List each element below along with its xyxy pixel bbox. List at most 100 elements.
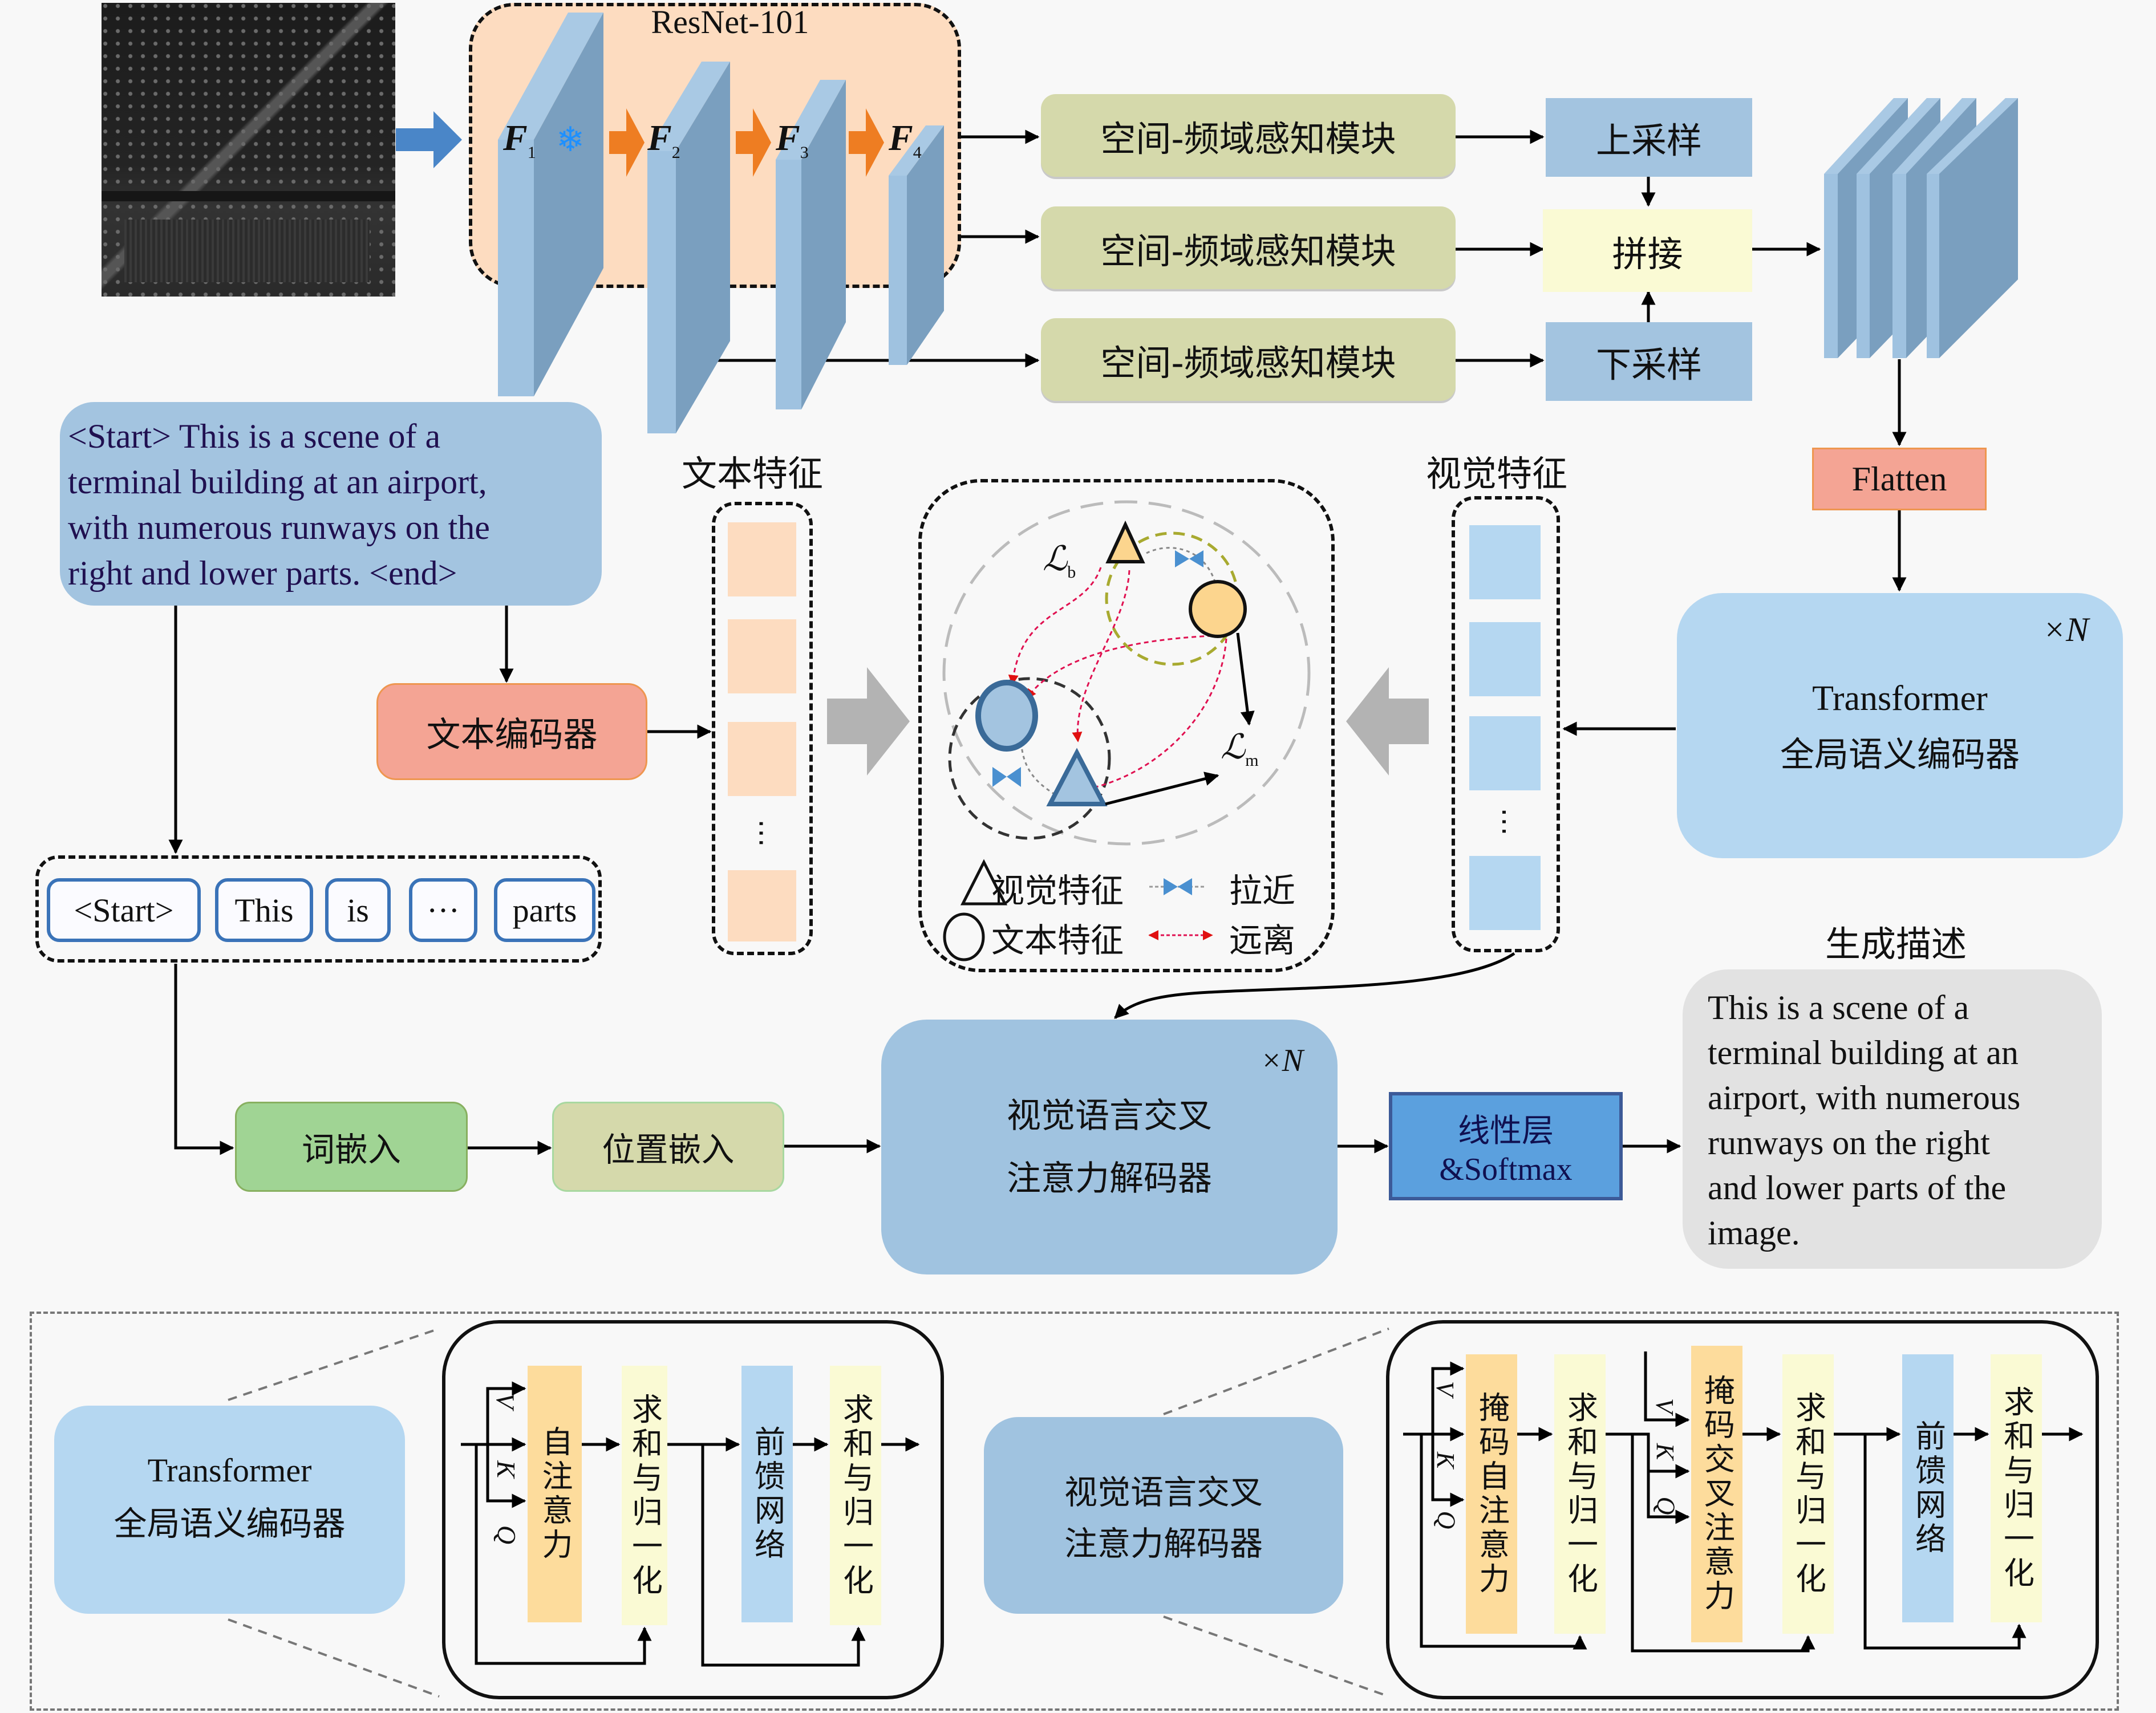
visual-feature-triangle-negative bbox=[1046, 748, 1108, 806]
sfpm-module-2: 空间-频域感知模块 bbox=[1041, 206, 1456, 289]
visual-feature-token bbox=[1469, 716, 1541, 790]
legend-visual-feature: 视觉特征 bbox=[991, 871, 1124, 910]
encoder-title-en: Transformer bbox=[1812, 679, 1988, 718]
text-encoder: 文本编码器 bbox=[376, 683, 647, 780]
decoder-add-norm-2: 求和与归一化 bbox=[1782, 1354, 1834, 1634]
detail-encoder-title-cn: 全局语义编码器 bbox=[114, 1504, 346, 1543]
token-sequence bbox=[35, 855, 602, 963]
legend-circle-icon bbox=[943, 912, 985, 961]
flatten-block: Flatten bbox=[1812, 448, 1987, 510]
push-curve bbox=[1008, 567, 1102, 685]
encoder-feed-forward: 前馈网络 bbox=[741, 1366, 793, 1622]
decoder-add-norm-3: 求和与归一化 bbox=[1991, 1354, 2042, 1622]
legend-pull-icon bbox=[1164, 878, 1192, 895]
loss-m-arrow bbox=[1236, 632, 1255, 726]
output-line: runways on the right bbox=[1708, 1124, 1990, 1162]
feature-layer-f1 bbox=[498, 13, 603, 396]
visual-feature-token bbox=[1469, 856, 1541, 930]
downsample-block: 下采样 bbox=[1546, 322, 1752, 401]
output-line: terminal building at an bbox=[1708, 1034, 2019, 1071]
token-ellipsis: ··· bbox=[409, 878, 477, 942]
orange-arrow-2 bbox=[736, 108, 771, 177]
visual-feature-triangle-positive bbox=[1105, 520, 1145, 563]
contrastive-panel bbox=[918, 479, 1335, 972]
caption-line: right and lower parts. <end> bbox=[68, 554, 457, 592]
decoder-add-norm-1: 求和与归一化 bbox=[1554, 1354, 1606, 1634]
token-parts: parts bbox=[494, 878, 595, 942]
feature-layer-f4 bbox=[889, 125, 944, 365]
decoder-masked-self-attention: 掩码自注意力 bbox=[1466, 1354, 1517, 1634]
output-line: airport, with numerous bbox=[1708, 1079, 2021, 1117]
negative-cluster-circle bbox=[948, 677, 1111, 840]
encoder-add-norm-1: 求和与归一化 bbox=[622, 1366, 667, 1625]
gray-arrow-right bbox=[827, 667, 910, 776]
feature-layer-f3 bbox=[776, 80, 846, 409]
concat-block: 拼接 bbox=[1543, 209, 1752, 292]
softmax-label: &Softmax bbox=[1439, 1151, 1573, 1187]
text-features-column: ⋯ bbox=[712, 502, 813, 955]
text-feature-token bbox=[728, 722, 796, 796]
push-curve bbox=[1072, 570, 1130, 742]
visual-feature-token bbox=[1469, 525, 1541, 599]
outer-space-ellipse bbox=[942, 500, 1311, 846]
detail-encoder-summary: Transformer 全局语义编码器 bbox=[54, 1406, 405, 1614]
encoder-title-cn: 全局语义编码器 bbox=[1780, 735, 2020, 775]
upsample-block: 上采样 bbox=[1546, 98, 1752, 177]
orange-arrow-3 bbox=[849, 108, 884, 177]
output-line: image. bbox=[1708, 1214, 1800, 1252]
caption-line: <Start> This is a scene of a bbox=[68, 417, 441, 455]
decoder-masked-cross-attention: 掩码交叉注意力 bbox=[1691, 1346, 1742, 1642]
detail-decoder-summary: 视觉语言交叉 注意力解码器 bbox=[984, 1417, 1343, 1614]
token-start: <Start> bbox=[47, 878, 201, 942]
detail-decoder-expanded bbox=[1386, 1320, 2099, 1699]
detail-encoder-title-en: Transformer bbox=[147, 1452, 312, 1489]
token-is: is bbox=[325, 878, 391, 942]
arrow-tokens-to-word-embedding bbox=[174, 964, 234, 1155]
cross-attention-decoder: ×N 视觉语言交叉 注意力解码器 bbox=[881, 1020, 1338, 1274]
text-features-label: 文本特征 bbox=[682, 453, 824, 494]
detail-decoder-title-1: 视觉语言交叉 bbox=[1064, 1473, 1263, 1512]
text-feature-token bbox=[728, 870, 796, 941]
legend-pull: 拉近 bbox=[1229, 871, 1296, 910]
sfpm-module-3: 空间-频域感知模块 bbox=[1041, 318, 1456, 401]
caption-line: with numerous runways on the bbox=[68, 509, 490, 546]
loss-m-label: ℒm bbox=[1221, 728, 1259, 770]
visual-feature-token bbox=[1469, 622, 1541, 696]
label-f1: F1 bbox=[503, 117, 536, 162]
gray-arrow-left bbox=[1346, 667, 1429, 776]
token-this: This bbox=[215, 878, 313, 942]
input-caption-box: <Start> This is a scene of a terminal bu… bbox=[60, 402, 602, 606]
zoom-line bbox=[228, 1328, 440, 1401]
decoder-title-1: 视觉语言交叉 bbox=[1007, 1096, 1212, 1136]
word-embedding: 词嵌入 bbox=[235, 1102, 468, 1192]
position-embedding: 位置嵌入 bbox=[552, 1102, 784, 1192]
visual-features-label: 视觉特征 bbox=[1426, 453, 1568, 494]
input-arrow bbox=[396, 111, 462, 168]
text-feature-token bbox=[728, 522, 796, 596]
resnet-title: ResNet-101 bbox=[651, 3, 809, 40]
input-sar-image bbox=[102, 3, 395, 297]
push-curve bbox=[1083, 638, 1227, 793]
legend-text-feature: 文本特征 bbox=[991, 921, 1124, 960]
encoder-add-norm-2: 求和与归一化 bbox=[830, 1366, 881, 1625]
pull-curve bbox=[1146, 547, 1216, 582]
output-line: This is a scene of a bbox=[1708, 989, 1969, 1026]
snowflake-icon: ❄ bbox=[556, 120, 585, 160]
decoder-repeat: ×N bbox=[1260, 1043, 1303, 1078]
fused-layer-4 bbox=[1927, 98, 2018, 358]
loss-b-label: ℒb bbox=[1043, 540, 1076, 582]
caption-line: terminal building at an airport, bbox=[68, 463, 487, 501]
legend-triangle-icon bbox=[960, 859, 1008, 906]
label-f4: F4 bbox=[889, 117, 922, 162]
visual-features-column: ⋯ bbox=[1452, 496, 1560, 952]
push-curve bbox=[1026, 635, 1213, 700]
output-line: and lower parts of the bbox=[1708, 1169, 2007, 1207]
encoder-repeat: ×N bbox=[2042, 611, 2089, 648]
label-f2: F2 bbox=[647, 117, 680, 162]
arrow-visual-features-to-decoder bbox=[1114, 952, 1515, 1019]
